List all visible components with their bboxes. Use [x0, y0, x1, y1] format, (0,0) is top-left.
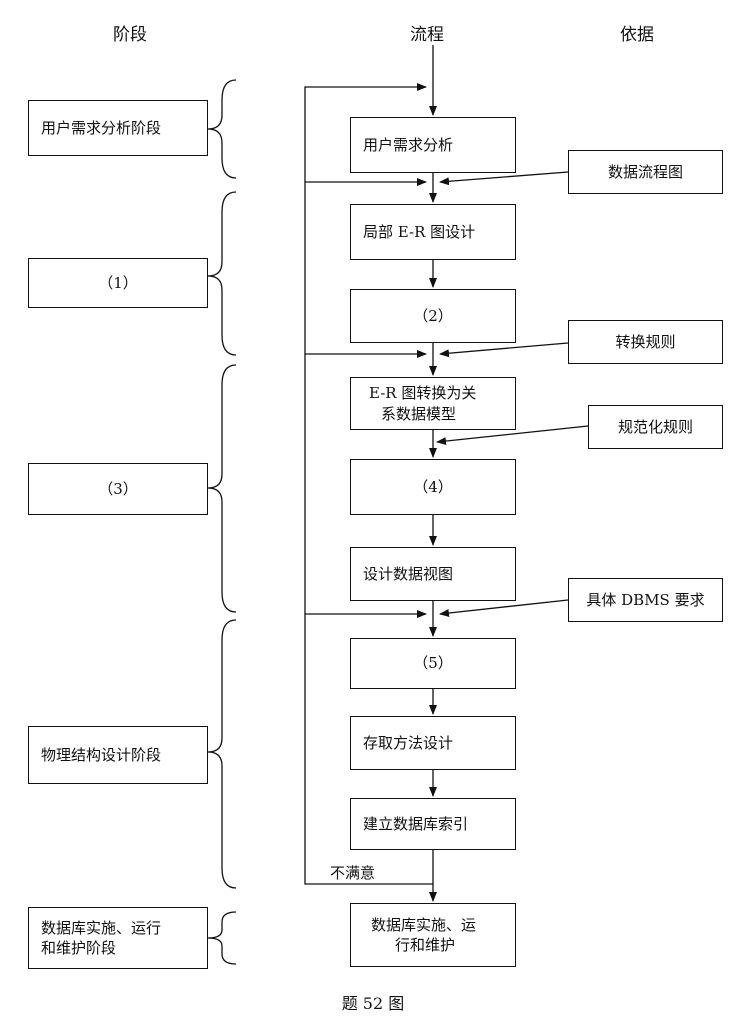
flow-blank-4: （4）	[350, 459, 516, 515]
flow-implementation: 数据库实施、运 行和维护	[350, 903, 516, 967]
brace-5	[207, 911, 237, 965]
stage-blank-1: （1）	[28, 258, 208, 308]
stage-label: 用户需求分析阶段	[41, 118, 162, 137]
basis-dbms-requirements: 具体 DBMS 要求	[568, 578, 723, 622]
flow-label-line2: 行和维护	[395, 936, 456, 954]
basis-normalization-rules: 规范化规则	[588, 405, 723, 449]
flow-label-line2: 系数据模型	[381, 404, 457, 423]
basis-label: 转换规则	[615, 332, 676, 351]
flow-label: 用户需求分析	[363, 135, 454, 154]
header-flow: 流程	[410, 25, 444, 45]
flow-build-index: 建立数据库索引	[350, 798, 516, 850]
flow-label: （5）	[413, 654, 453, 673]
flow-label: 设计数据视图	[363, 564, 454, 583]
flow-label-line1: 数据库实施、运	[371, 915, 477, 934]
basis-data-flow-diagram: 数据流程图	[568, 150, 723, 194]
flow-label-line1: E-R 图转换为关	[369, 384, 477, 403]
flow-label: （2）	[413, 306, 453, 325]
basis-label: 数据流程图	[607, 162, 683, 181]
basis-arrow-2	[439, 342, 569, 358]
basis-arrow-1	[439, 171, 569, 186]
flow-local-er-design: 局部 E-R 图设计	[350, 204, 516, 260]
flow-label: 存取方法设计	[363, 733, 454, 752]
feedback-label: 不满意	[330, 864, 376, 882]
stage-implementation: 数据库实施、运行 和维护阶段	[28, 907, 208, 969]
stage-label-line2: 和维护阶段	[41, 939, 117, 957]
stage-label: 物理结构设计阶段	[41, 745, 162, 764]
stage-requirements-analysis: 用户需求分析阶段	[28, 100, 208, 156]
flow-blank-5: （5）	[350, 638, 516, 689]
flow-requirements-analysis: 用户需求分析	[350, 117, 516, 173]
basis-arrow-3	[436, 425, 589, 446]
brace-1	[207, 79, 237, 179]
basis-label: 规范化规则	[617, 417, 693, 436]
brace-4	[207, 619, 237, 889]
header-basis: 依据	[620, 25, 654, 45]
feedback-loop	[304, 83, 433, 885]
flow-access-method-design: 存取方法设计	[350, 716, 516, 770]
basis-conversion-rules: 转换规则	[568, 320, 723, 364]
header-stage: 阶段	[113, 25, 147, 45]
flow-label: 局部 E-R 图设计	[363, 222, 476, 241]
brace-3	[207, 364, 237, 613]
flow-label: 建立数据库索引	[363, 814, 469, 833]
stage-blank-3: （3）	[28, 463, 208, 515]
flow-view-design: 设计数据视图	[350, 547, 516, 601]
flow-er-to-relational: E-R 图转换为关 系数据模型	[350, 377, 516, 430]
figure-caption: 题 52 图	[341, 994, 405, 1013]
basis-arrow-4	[439, 599, 569, 617]
stage-physical-design: 物理结构设计阶段	[28, 726, 208, 784]
flow-label: （4）	[413, 477, 453, 496]
basis-label: 具体 DBMS 要求	[586, 590, 705, 609]
flow-blank-2: （2）	[350, 289, 516, 343]
stage-label: （1）	[98, 273, 138, 292]
stage-label-line1: 数据库实施、运行	[41, 918, 162, 937]
brace-2	[207, 191, 237, 356]
stage-label: （3）	[98, 479, 138, 498]
